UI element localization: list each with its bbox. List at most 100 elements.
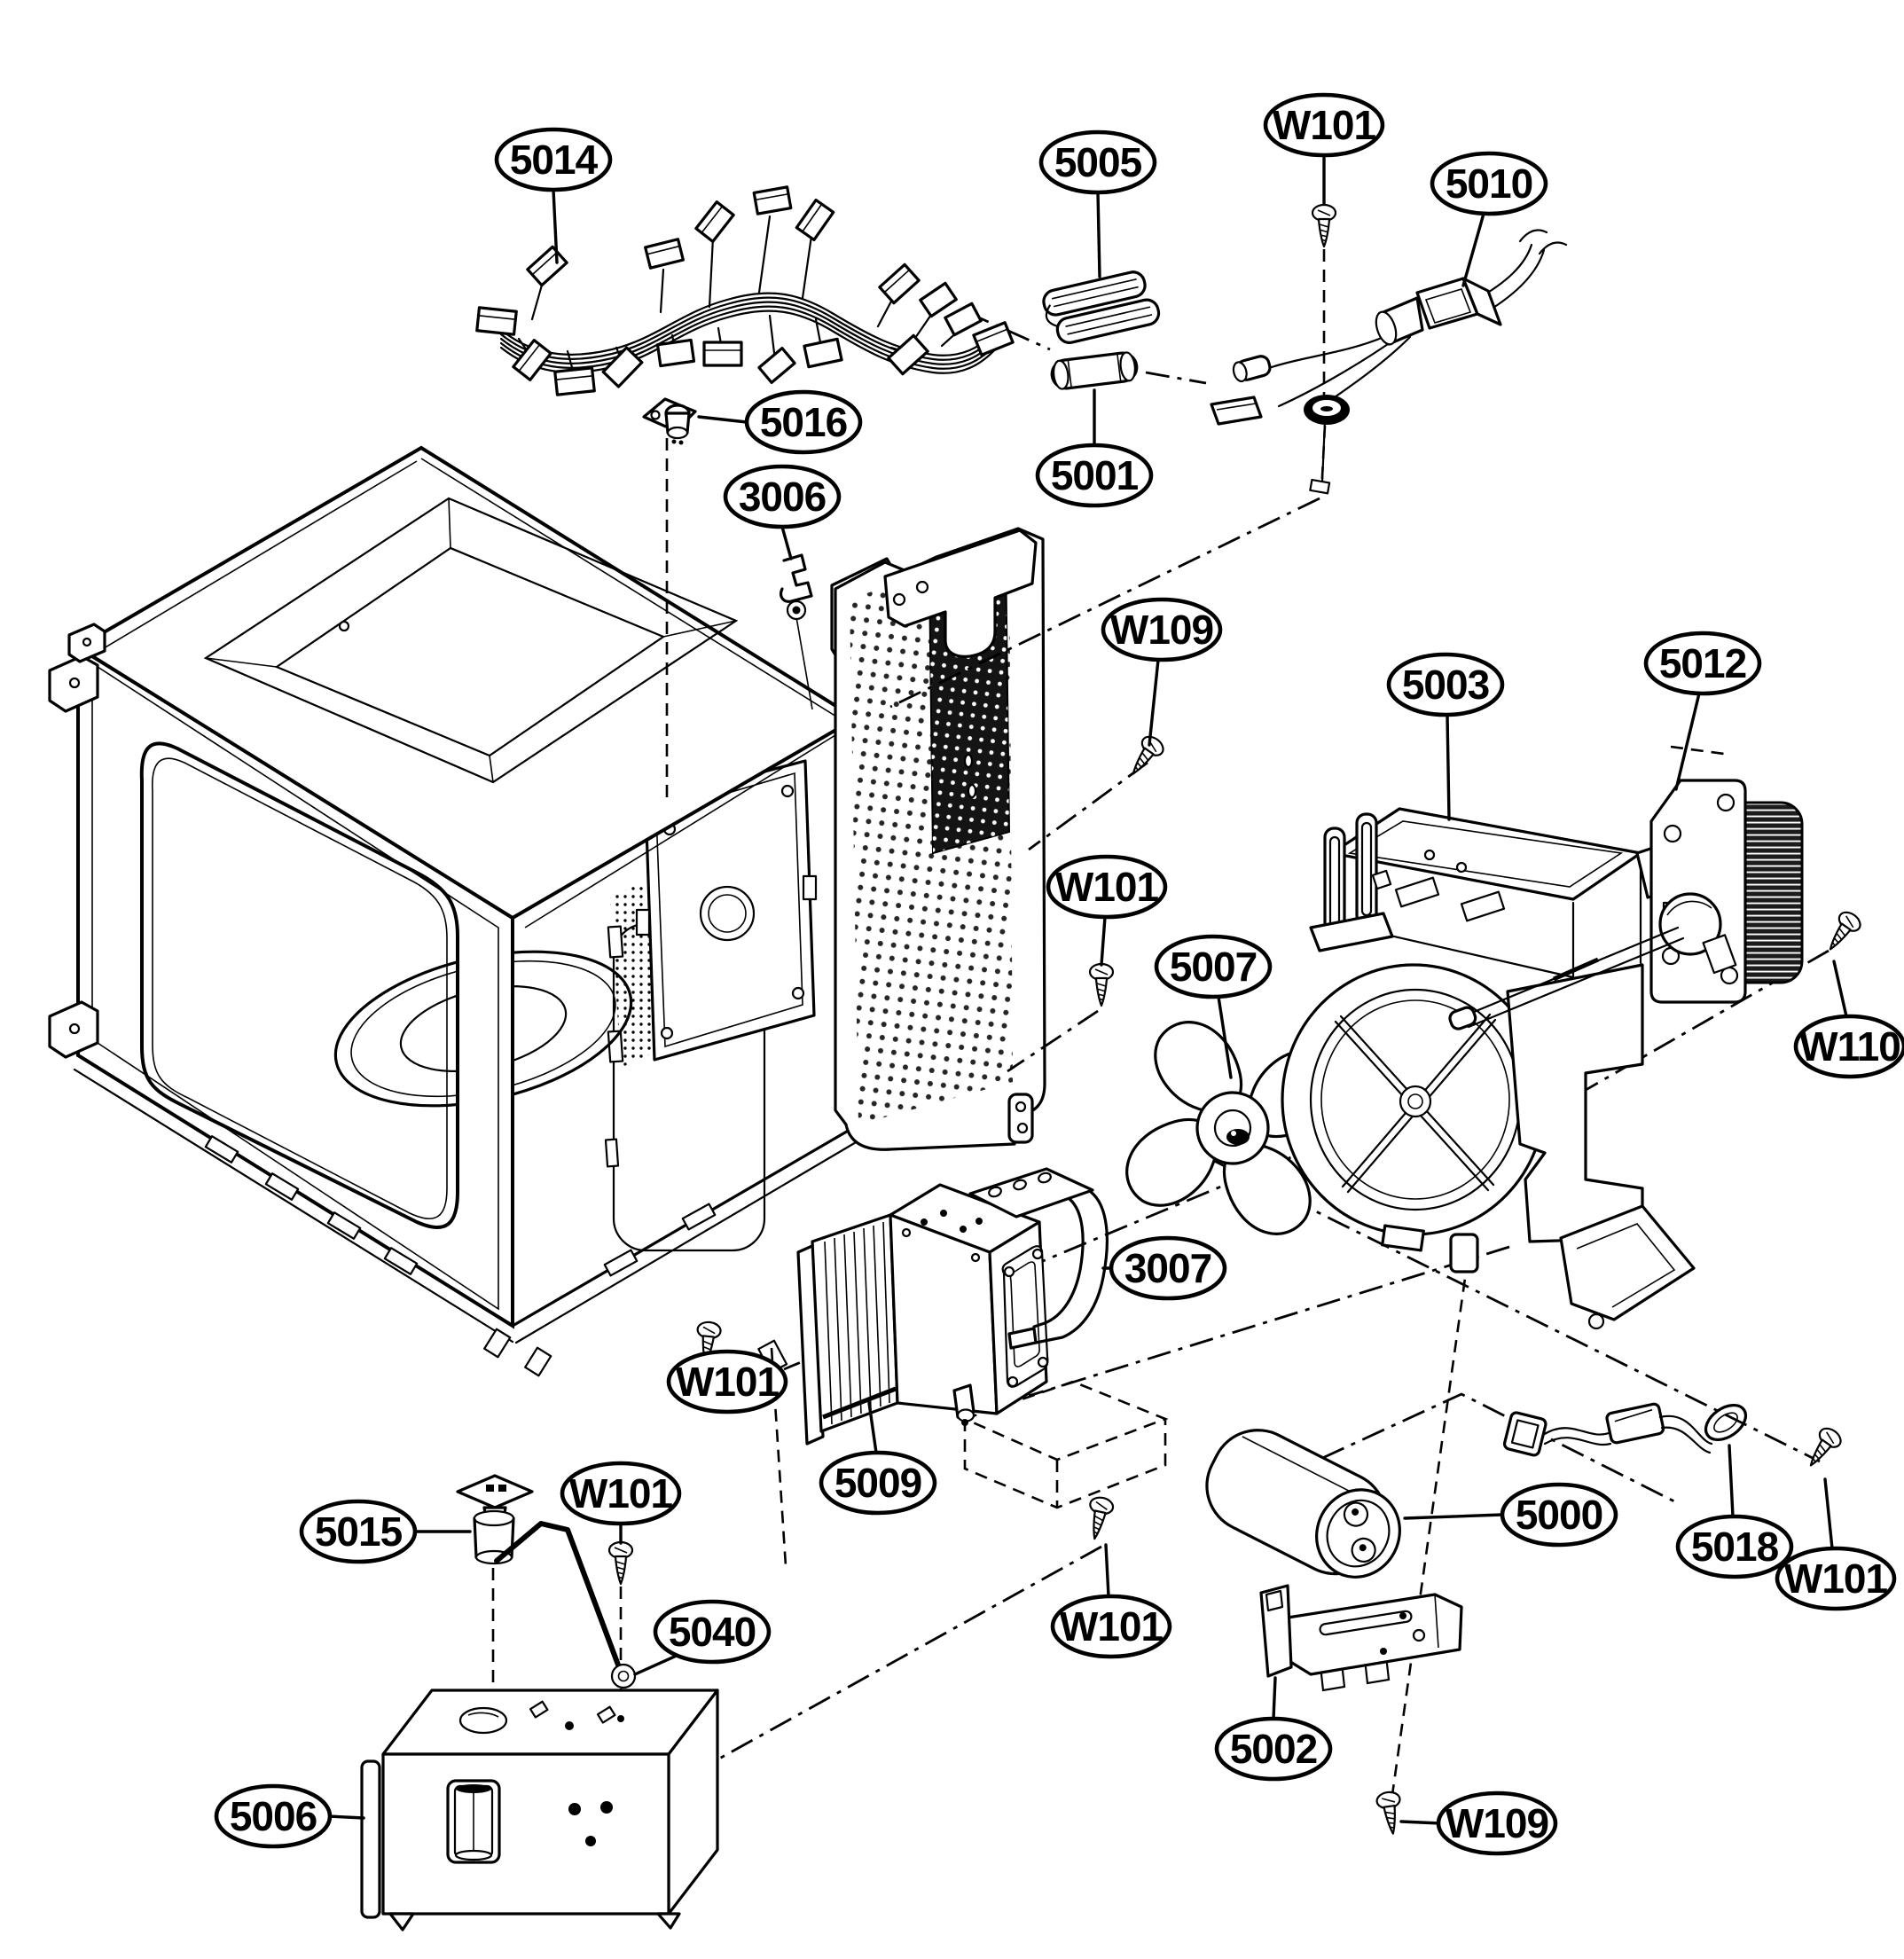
callout-text: W109	[1110, 607, 1213, 653]
stirrer-antenna	[456, 1474, 534, 1565]
back-panel	[834, 527, 1046, 1151]
hidden-mount-box	[961, 1380, 1169, 1509]
callout-5015: 5015	[299, 1499, 472, 1564]
magnetron-antenna	[952, 1383, 976, 1426]
housing-frame	[1309, 807, 1713, 979]
callout-5009: 5009	[819, 1401, 937, 1516]
cord-grommet	[1304, 395, 1350, 425]
lamp-clip	[780, 553, 813, 621]
leader-line	[552, 188, 559, 264]
callout-w110: W110	[1793, 960, 1904, 1079]
left-mount-brackets	[48, 623, 106, 1059]
motor-hub	[1658, 892, 1722, 956]
front-frame-inner-edge	[91, 662, 499, 1311]
housing-right-wall	[1506, 963, 1644, 1243]
magnetron-bracket	[968, 1167, 1109, 1350]
callout-text: 5007	[1170, 944, 1257, 990]
screw-w110	[1820, 907, 1865, 957]
callout-w101-cavity: W101	[666, 1349, 788, 1414]
callout-5001: 5001	[1035, 388, 1154, 508]
callout-text: 5001	[1051, 452, 1139, 498]
callout-5010: 5010	[1430, 151, 1548, 287]
callout-text: W101	[1055, 864, 1159, 910]
fuse-holder	[1042, 270, 1161, 344]
callout-3007: 3007	[1101, 1235, 1227, 1301]
thermostat	[642, 397, 697, 445]
power-cord	[1210, 229, 1568, 495]
wire-harness	[475, 185, 1015, 396]
panel-top-bracket	[883, 529, 1038, 658]
bottom-slots	[204, 1135, 717, 1277]
plug-housing	[1375, 277, 1502, 346]
transformer-front	[381, 1752, 670, 1916]
transformer-feet	[388, 1912, 681, 1932]
callout-w101-mid: W101	[1046, 854, 1168, 967]
callout-text: 5040	[669, 1609, 756, 1655]
callout-text: 5012	[1659, 640, 1746, 686]
callout-text: 5009	[834, 1460, 921, 1506]
screw-w101-right	[1800, 1423, 1845, 1473]
top-recess	[203, 497, 739, 784]
callout-text: 5014	[510, 137, 599, 183]
bottom-right-edge	[511, 1124, 858, 1328]
callout-text: W110	[1799, 1023, 1900, 1070]
oven-cavity	[48, 445, 899, 1377]
callout-5012: 5012	[1643, 631, 1762, 791]
interior-top-edge	[524, 730, 843, 929]
callout-5003: 5003	[1386, 652, 1505, 821]
callout-text: 5010	[1446, 161, 1532, 207]
callout-text: 5005	[1054, 139, 1142, 185]
callout-text: 5002	[1230, 1726, 1317, 1772]
callout-5007: 5007	[1154, 934, 1273, 1079]
callout-5040: 5040	[633, 1599, 772, 1676]
callout-5002: 5002	[1214, 1676, 1333, 1782]
callout-text: W101	[1273, 102, 1376, 148]
transformer-top	[381, 1689, 719, 1756]
magnetron	[796, 1183, 1049, 1446]
callout-5014: 5014	[494, 127, 613, 264]
screw-w101-mid	[1088, 962, 1115, 1007]
callout-w101-top: W101	[1263, 92, 1385, 206]
callout-w101-right: W101	[1775, 1477, 1897, 1611]
magnetron-mount-plate	[635, 759, 818, 1062]
ground-wire-hook	[494, 1521, 637, 1689]
callout-text: W101	[1060, 1603, 1164, 1649]
callout-5000: 5000	[1403, 1482, 1618, 1548]
callout-text: 5015	[315, 1508, 403, 1555]
screw-w101-antenna	[607, 1540, 634, 1586]
screw-w109-upper	[1123, 732, 1168, 781]
callout-text: 3006	[739, 474, 826, 520]
callout-text: 5003	[1402, 662, 1489, 708]
transformer-top-details	[458, 1700, 624, 1735]
callout-text: W109	[1446, 1800, 1548, 1846]
callout-w109-lower: W109	[1399, 1791, 1558, 1856]
door-opening-inner-line	[152, 757, 448, 1219]
spade-connector	[1210, 396, 1263, 426]
callout-text: 3007	[1124, 1245, 1211, 1291]
callout-text: W101	[1784, 1555, 1888, 1602]
callout-w109-upper: W109	[1101, 597, 1223, 747]
callout-bubble	[494, 127, 613, 192]
frame-forks	[1309, 812, 1394, 952]
fan-motor	[1448, 779, 1804, 1030]
screw-w109-lower	[1375, 1790, 1406, 1837]
callout-text: 5000	[1516, 1492, 1602, 1538]
callout-text: 5018	[1691, 1524, 1779, 1570]
hv-transformer	[360, 1689, 719, 1932]
callout-5018: 5018	[1675, 1444, 1794, 1579]
cord-break-mark	[1518, 229, 1568, 255]
fuse	[1050, 351, 1139, 390]
fan-housing	[1281, 807, 1713, 1330]
callout-text: W101	[569, 1470, 673, 1516]
hv-capacitor	[1205, 1429, 1401, 1579]
callout-w101-antenna: W101	[560, 1461, 682, 1545]
callout-text: W101	[676, 1359, 780, 1405]
housing-lower-wing	[1559, 1204, 1696, 1321]
fan-shroud	[1281, 963, 1696, 1330]
capacitor-bracket	[1259, 1584, 1463, 1692]
callout-3006: 3006	[723, 464, 842, 560]
transformer-window	[446, 1779, 501, 1864]
callout-5016: 5016	[697, 389, 863, 455]
